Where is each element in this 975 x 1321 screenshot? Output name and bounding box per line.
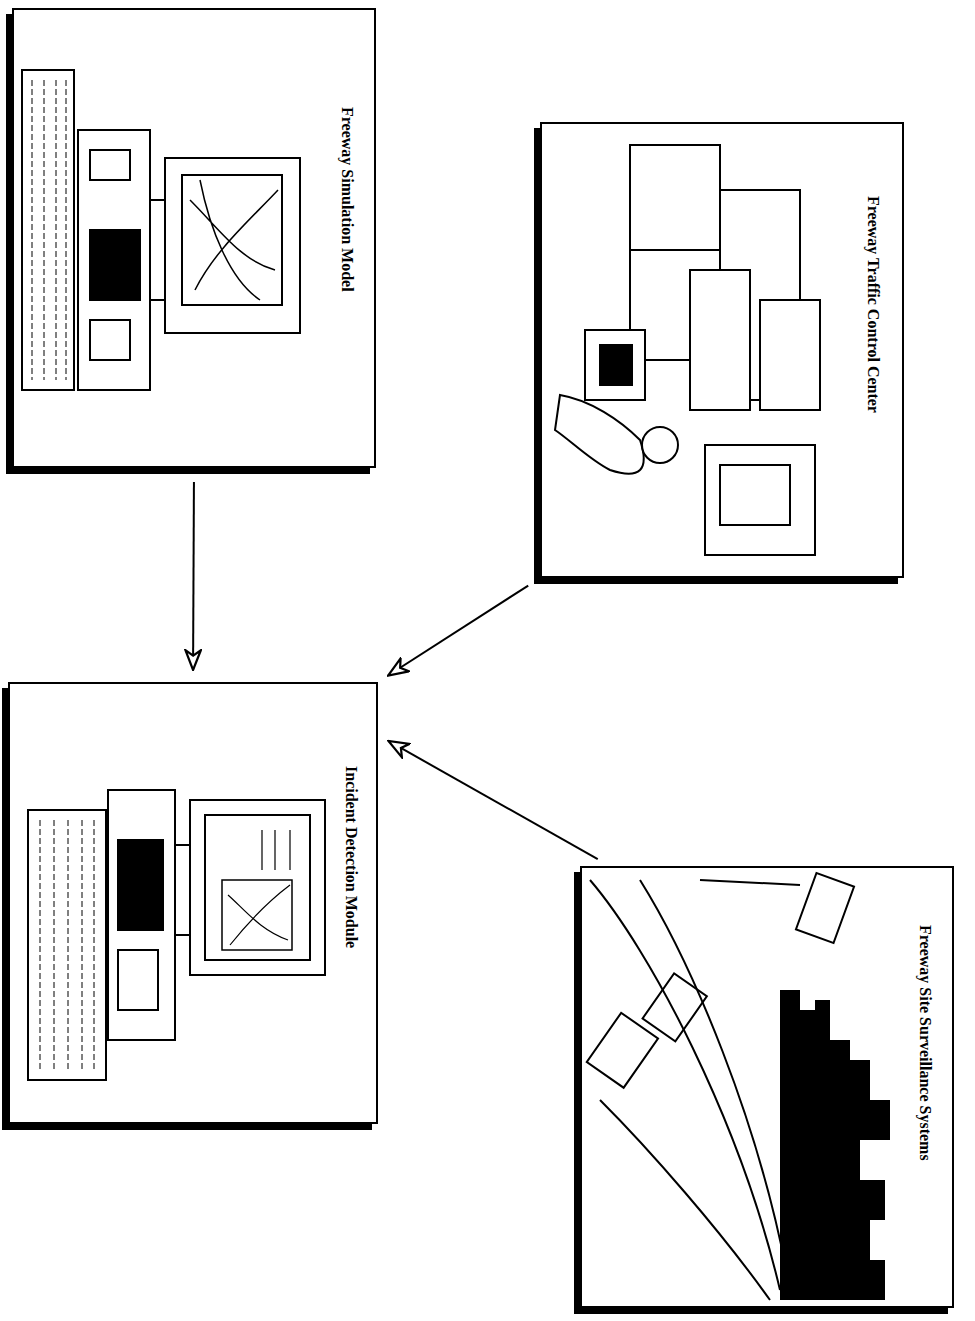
computer-drawing bbox=[28, 790, 325, 1080]
box-title: Freeway Traffic Control Center bbox=[864, 194, 882, 415]
process-box: Freeway Site Surveillance Systems bbox=[580, 866, 954, 1308]
control-center-drawing bbox=[555, 145, 820, 555]
surveillance-drawing bbox=[587, 873, 890, 1300]
process-box: Freeway Simulation Model bbox=[12, 8, 376, 468]
box-title: Freeway Site Surveillance Systems bbox=[916, 923, 934, 1163]
flow-arrow bbox=[388, 586, 528, 676]
box-title: Incident Detection Module bbox=[342, 764, 360, 950]
process-box: Incident Detection Module bbox=[8, 682, 378, 1124]
process-box: Freeway Traffic Control Center bbox=[540, 122, 904, 578]
computer-drawing bbox=[22, 70, 300, 390]
flow-arrow bbox=[192, 482, 195, 670]
box-title: Freeway Simulation Model bbox=[338, 105, 356, 294]
flow-arrow bbox=[388, 741, 597, 859]
